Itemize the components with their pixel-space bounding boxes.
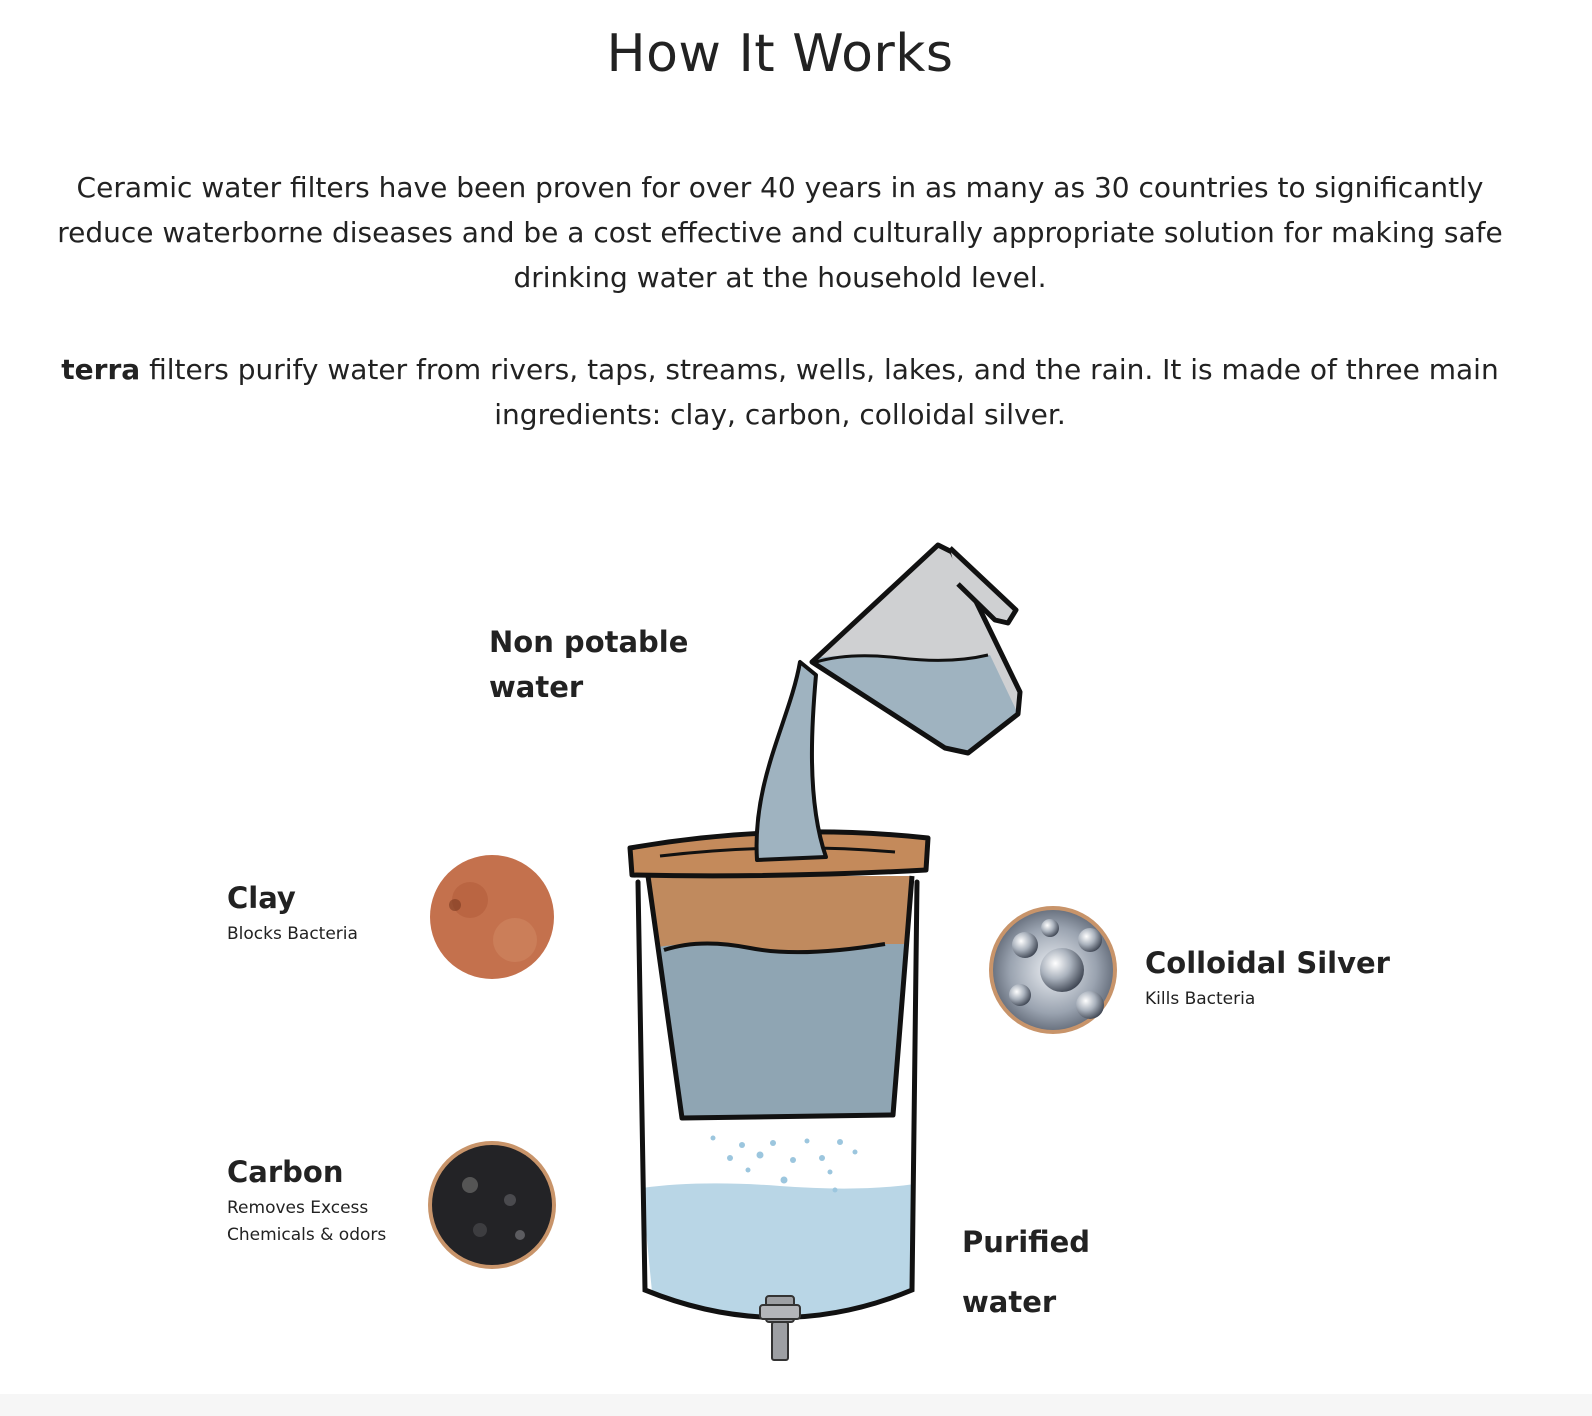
brand-name: terra (61, 353, 141, 386)
purified-water-label: Purified water (962, 1225, 1091, 1319)
clay-effect: Blocks Bacteria (227, 924, 358, 944)
clay-label: Clay (227, 881, 296, 915)
description-text: filters purify water from rivers, taps, … (140, 353, 1499, 431)
clay-pot-icon (627, 829, 931, 1121)
intro-paragraph: Ceramic water filters have been proven f… (57, 171, 1503, 294)
footer-strip (0, 1394, 1592, 1416)
colloidal-silver-sample-icon (989, 906, 1117, 1034)
clay-sample-icon (430, 855, 554, 979)
description-paragraph: terra filters purify water from rivers, … (40, 347, 1520, 437)
page-title: How It Works (606, 24, 954, 84)
carbon-label: Carbon (227, 1155, 344, 1189)
colloidal-silver-label: Colloidal Silver (1145, 946, 1390, 980)
non-potable-water-label: Non potable water (489, 625, 689, 704)
carbon-effect: Removes Excess Chemicals & odors (227, 1198, 387, 1245)
pitcher-icon (809, 542, 1023, 756)
tap-icon (759, 1295, 801, 1361)
carbon-sample-icon (428, 1141, 556, 1269)
colloidal-silver-effect: Kills Bacteria (1145, 989, 1256, 1009)
water-stream-icon (754, 660, 828, 862)
water-drops-icon (710, 1135, 858, 1193)
